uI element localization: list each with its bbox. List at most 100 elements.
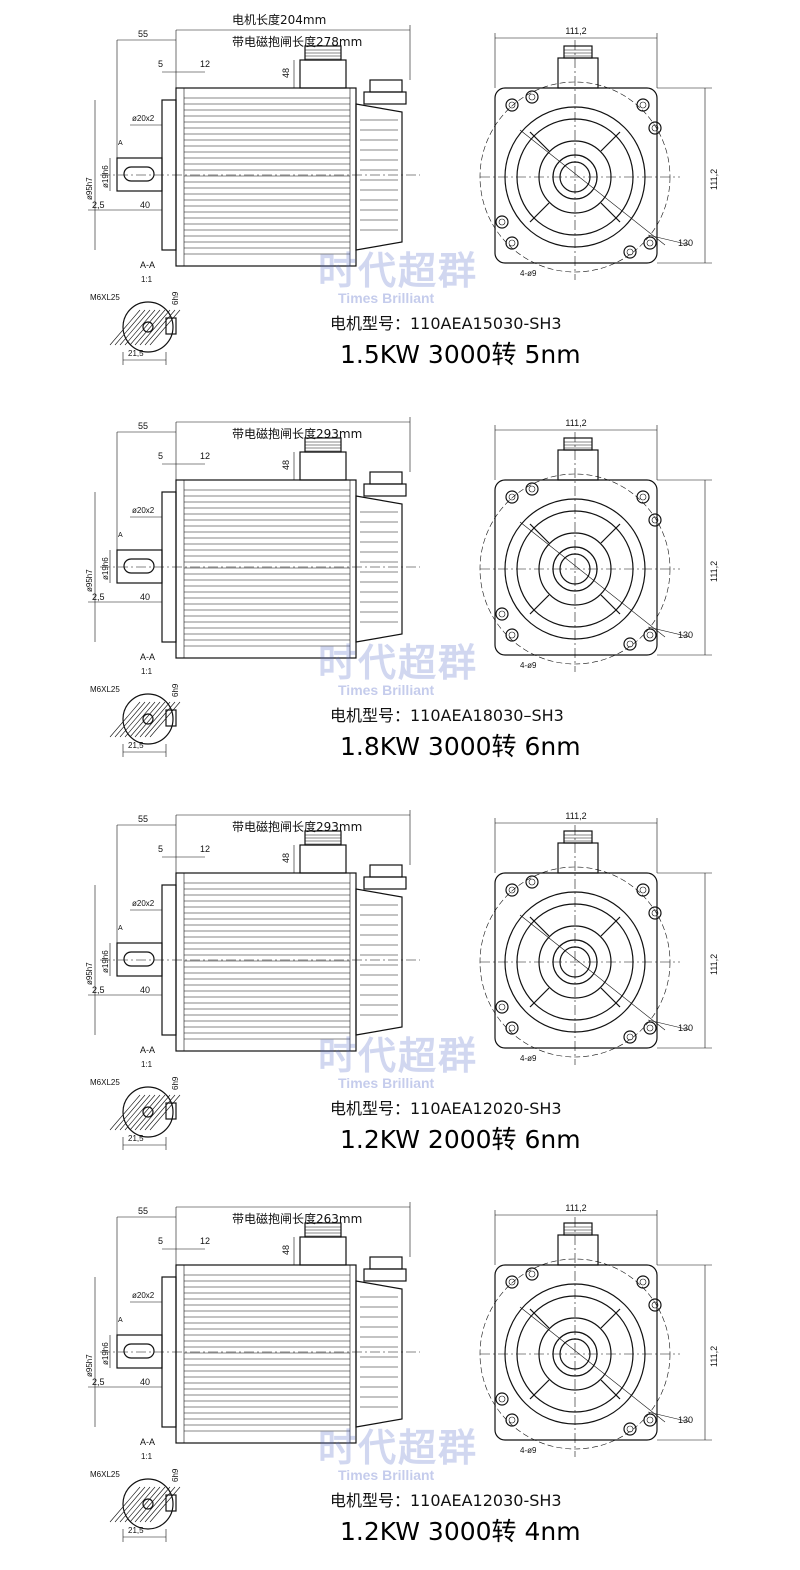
width-side: 111,2 — [709, 954, 719, 975]
dim-48: 48 — [281, 853, 291, 863]
spec-label: 1.8KW 3000转 6nm — [340, 732, 581, 761]
holes-label: 4-ø9 — [520, 661, 537, 670]
width-side: 111,2 — [709, 1346, 719, 1367]
key-dim: 6h9 — [171, 291, 180, 305]
dim-shaft: ø19h6 — [101, 165, 110, 188]
section-scale: 1:1 — [141, 1060, 153, 1069]
dim-flange: ø95h7 — [85, 1354, 94, 1377]
width-top: 111,2 — [565, 811, 586, 821]
width-top: 111,2 — [565, 1203, 586, 1213]
dim-2-5: 2,5 — [92, 592, 105, 602]
watermark-en: Times Brilliant — [338, 682, 435, 698]
spec-label: 1.2KW 2000转 6nm — [340, 1125, 581, 1154]
brake-length-label: 带电磁抱闸长度278mm — [232, 34, 362, 49]
dim-flange: ø95h7 — [85, 569, 94, 592]
dim-2-5: 2,5 — [92, 985, 105, 995]
pcd-label: 130 — [678, 630, 693, 640]
dim-12: 12 — [200, 1236, 210, 1246]
section-label: A-A — [140, 652, 155, 662]
dim-55: 55 — [138, 29, 148, 39]
dim-40: 40 — [140, 1377, 150, 1387]
pcd-label: 130 — [678, 238, 693, 248]
pcd-label: 130 — [678, 1023, 693, 1033]
brake-length-label: 带电磁抱闸长度293mm — [232, 819, 362, 834]
model-label: 电机型号：110AEA12020-SH3 — [330, 1099, 562, 1118]
dim-55: 55 — [138, 814, 148, 824]
brake-length-label: 带电磁抱闸长度293mm — [232, 426, 362, 441]
dim-flange: ø95h7 — [85, 177, 94, 200]
section-label: A-A — [140, 1045, 155, 1055]
motor-length-label: 电机长度204mm — [232, 12, 326, 27]
dim-5: 5 — [158, 844, 163, 854]
dim-12: 12 — [200, 59, 210, 69]
model-label: 电机型号：110AEA15030-SH3 — [330, 314, 562, 333]
dim-shaft-dia: ø20x2 — [132, 899, 155, 908]
pcd-label: 130 — [678, 1415, 693, 1425]
dim-5: 5 — [158, 451, 163, 461]
dim-shaft: ø19h6 — [101, 950, 110, 973]
spec-label: 1.5KW 3000转 5nm — [340, 340, 581, 369]
dim-48: 48 — [281, 460, 291, 470]
dim-55: 55 — [138, 421, 148, 431]
holes-label: 4-ø9 — [520, 1446, 537, 1455]
dim-55: 55 — [138, 1206, 148, 1216]
width-side: 111,2 — [709, 169, 719, 190]
dim-40: 40 — [140, 985, 150, 995]
section-arrow-label: A — [118, 140, 123, 147]
thread-label: M6XL25 — [90, 293, 120, 302]
dim-flange: ø95h7 — [85, 962, 94, 985]
dim-shaft-dia: ø20x2 — [132, 506, 155, 515]
watermark-cn: 时代超群 — [318, 1426, 479, 1470]
dim-shaft-dia: ø20x2 — [132, 114, 155, 123]
dim-5: 5 — [158, 59, 163, 69]
width-top: 111,2 — [565, 26, 586, 36]
dim-2-5: 2,5 — [92, 200, 105, 210]
dim-shaft: ø19h6 — [101, 557, 110, 580]
key-dim: 6h9 — [171, 1076, 180, 1090]
brake-length-label: 带电磁抱闸长度263mm — [232, 1211, 362, 1226]
key-dim: 6h9 — [171, 683, 180, 697]
section-arrow-label: A — [118, 925, 123, 932]
thread-label: M6XL25 — [90, 1470, 120, 1479]
dim-shaft-dia: ø20x2 — [132, 1291, 155, 1300]
dim-2-5: 2,5 — [92, 1377, 105, 1387]
holes-label: 4-ø9 — [520, 269, 537, 278]
key-depth: 21,5 — [128, 1526, 144, 1535]
watermark-cn: 时代超群 — [318, 249, 479, 293]
section-arrow-label: A — [118, 532, 123, 539]
key-depth: 21,5 — [128, 349, 144, 358]
model-label: 电机型号：110AEA12030-SH3 — [330, 1491, 562, 1510]
section-label: A-A — [140, 1437, 155, 1447]
thread-label: M6XL25 — [90, 685, 120, 694]
dim-12: 12 — [200, 844, 210, 854]
dim-shaft: ø19h6 — [101, 1342, 110, 1365]
section-label: A-A — [140, 260, 155, 270]
dim-5: 5 — [158, 1236, 163, 1246]
dim-48: 48 — [281, 68, 291, 78]
dim-40: 40 — [140, 200, 150, 210]
model-label: 电机型号：110AEA18030–SH3 — [330, 706, 564, 725]
width-top: 111,2 — [565, 418, 586, 428]
watermark-en: Times Brilliant — [338, 1075, 435, 1091]
holes-label: 4-ø9 — [520, 1054, 537, 1063]
watermark-en: Times Brilliant — [338, 290, 435, 306]
dim-12: 12 — [200, 451, 210, 461]
dim-48: 48 — [281, 1245, 291, 1255]
width-side: 111,2 — [709, 561, 719, 582]
watermark-en: Times Brilliant — [338, 1467, 435, 1483]
section-scale: 1:1 — [141, 275, 153, 284]
spec-label: 1.2KW 3000转 4nm — [340, 1517, 581, 1546]
dim-40: 40 — [140, 592, 150, 602]
section-scale: 1:1 — [141, 1452, 153, 1461]
key-depth: 21,5 — [128, 741, 144, 750]
watermark-cn: 时代超群 — [318, 641, 479, 685]
thread-label: M6XL25 — [90, 1078, 120, 1087]
